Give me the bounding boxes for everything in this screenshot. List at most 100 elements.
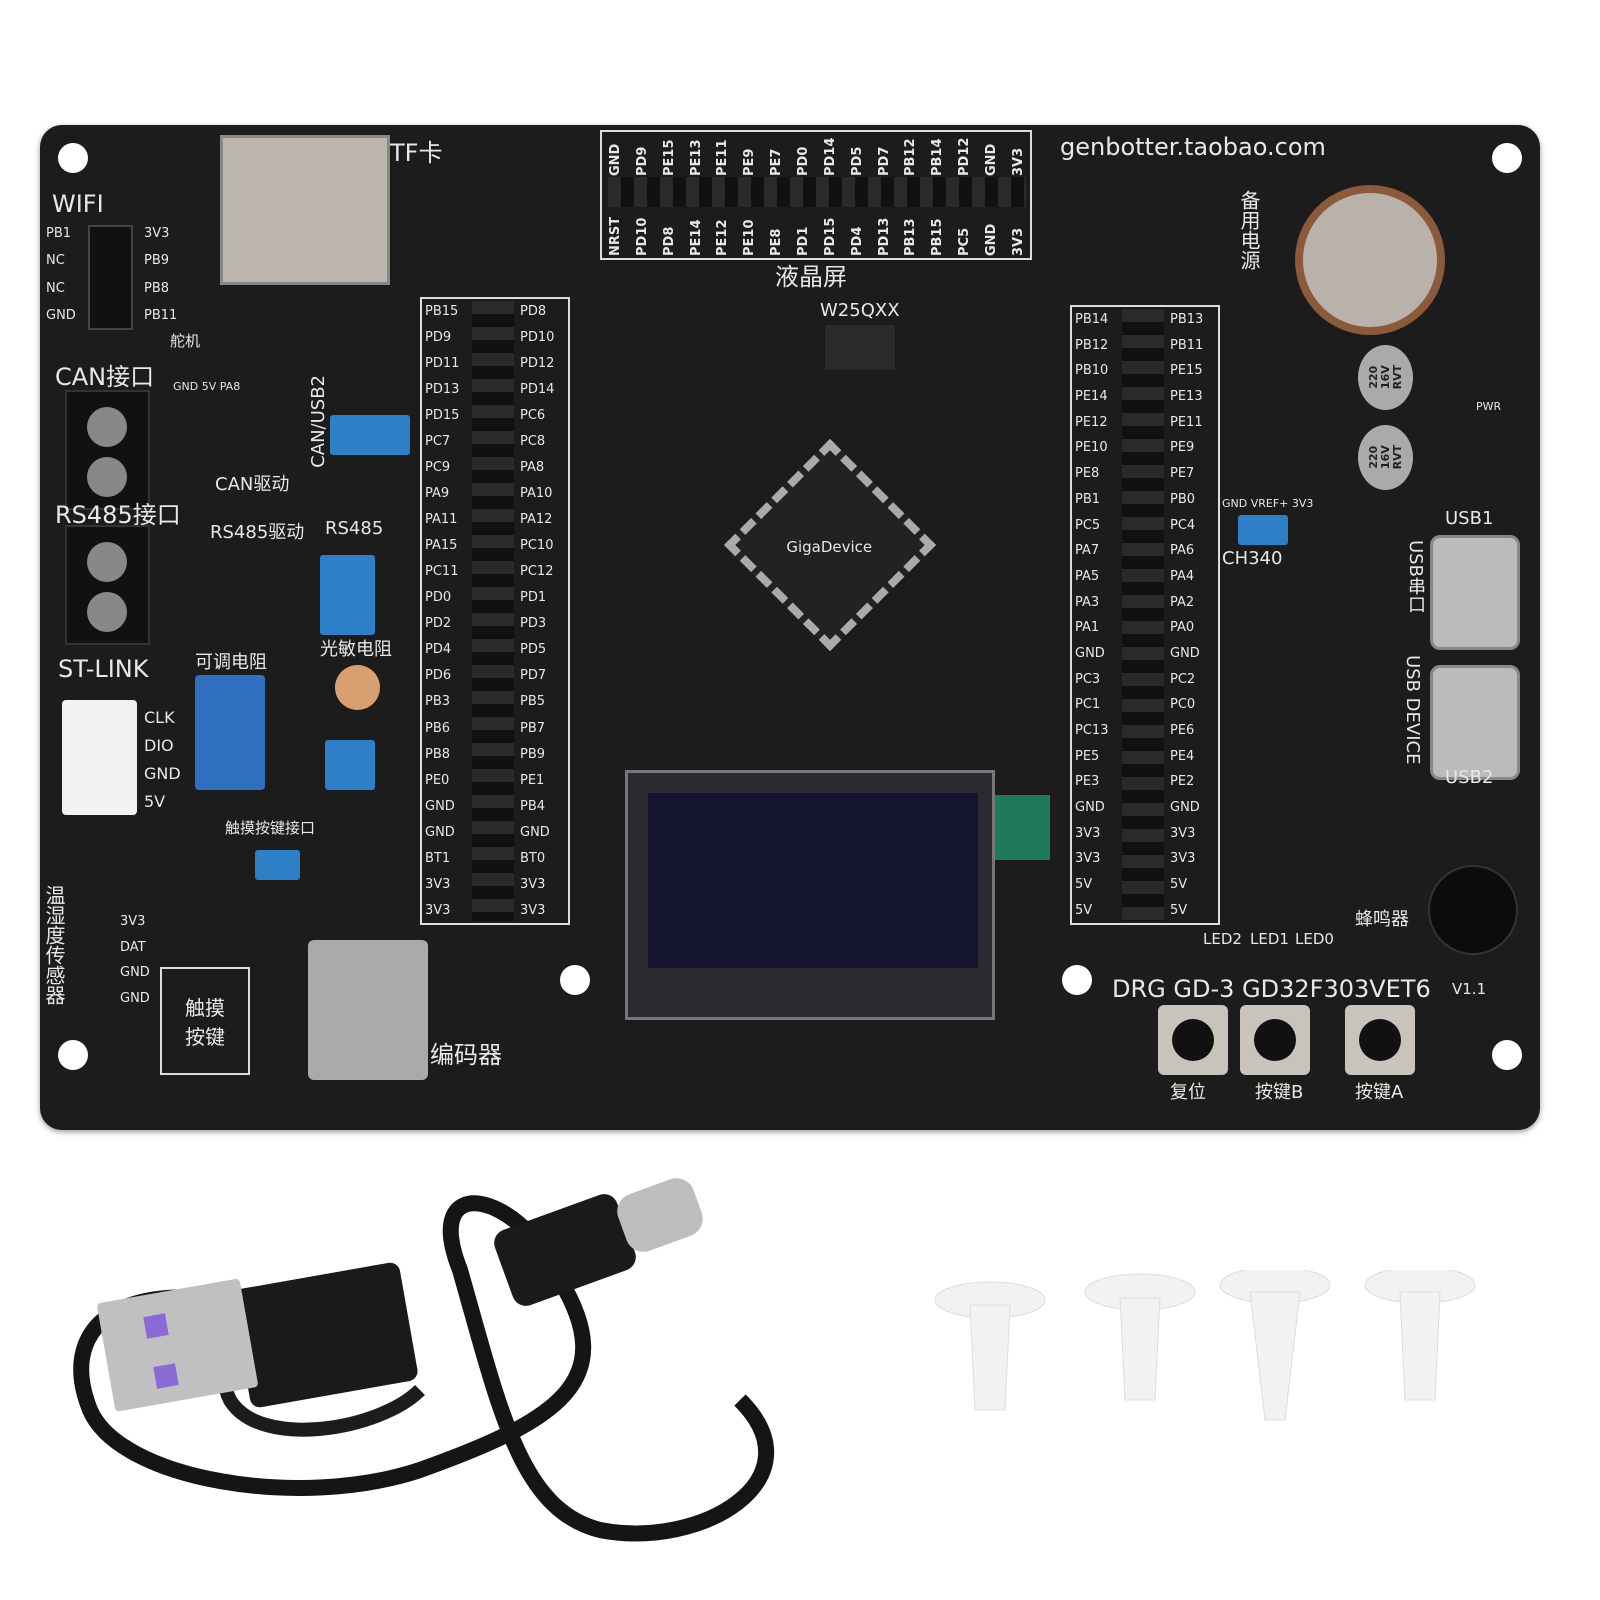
pin-label: NC bbox=[46, 253, 65, 269]
led0-label: LED0 bbox=[1295, 930, 1334, 948]
pin-label: 3V3 bbox=[1075, 851, 1101, 867]
usb1-label: USB1 bbox=[1445, 508, 1494, 529]
ch340-label: CH340 bbox=[1222, 548, 1283, 569]
pin-label: PC2 bbox=[1170, 671, 1196, 687]
usb-a-plug bbox=[97, 1278, 258, 1412]
pin-label: PE4 bbox=[1170, 748, 1195, 764]
stlink-connector[interactable] bbox=[62, 700, 137, 815]
vref-label: GND VREF+ 3V3 bbox=[1222, 497, 1314, 510]
pin-label: PE15 bbox=[661, 139, 677, 177]
pin-label: GND bbox=[520, 824, 550, 840]
pc-jumper[interactable] bbox=[325, 740, 375, 790]
touch-key-pad[interactable]: 触摸按键 bbox=[160, 967, 250, 1075]
rs485-label: RS485 bbox=[325, 518, 384, 539]
lcd-label: 液晶屏 bbox=[775, 263, 847, 291]
pin-label: PB12 bbox=[1075, 337, 1109, 353]
pin-label: PA15 bbox=[425, 538, 458, 554]
website-label: genbotter.taobao.com bbox=[1060, 133, 1326, 161]
pin-label: PE7 bbox=[1170, 466, 1195, 482]
pin-label: PA5 bbox=[1075, 568, 1100, 584]
pin-label: PB12 bbox=[903, 138, 919, 176]
photoresistor bbox=[335, 665, 380, 710]
pin-label: GND bbox=[425, 798, 455, 814]
cable-wire bbox=[73, 1195, 774, 1542]
mcu-chip: GigaDevice bbox=[723, 438, 937, 652]
pin-label: PB1 bbox=[1075, 491, 1101, 507]
pin-label: PD15 bbox=[822, 217, 838, 256]
pin-label: NRST bbox=[608, 216, 623, 256]
can-usb-jumpers[interactable] bbox=[330, 415, 410, 455]
usb-device-label: USB DEVICE bbox=[1402, 655, 1423, 765]
pin-label: PE5 bbox=[1075, 748, 1100, 764]
pin-label: BT0 bbox=[520, 850, 546, 866]
pin-label: GND bbox=[120, 990, 150, 1006]
mounting-hole bbox=[58, 143, 88, 173]
pin-label: PD2 bbox=[425, 616, 452, 632]
model-label: DRG GD-3 GD32F303VET6 bbox=[1112, 975, 1431, 1003]
pin-label: 3V3 bbox=[520, 876, 546, 892]
reset-button[interactable] bbox=[1158, 1005, 1228, 1075]
pin-label: PB10 bbox=[1075, 363, 1109, 379]
servo-label: 舵机 bbox=[170, 332, 201, 350]
key-a-button[interactable] bbox=[1345, 1005, 1415, 1075]
usb-serial-port[interactable] bbox=[1430, 535, 1520, 650]
screw bbox=[87, 592, 127, 632]
can-usb2-label: CAN/USB2 bbox=[308, 375, 329, 468]
rs485-terminal[interactable] bbox=[65, 525, 150, 645]
buzzer bbox=[1428, 865, 1518, 955]
rotary-encoder[interactable] bbox=[308, 940, 428, 1080]
led1-label: LED1 bbox=[1250, 930, 1289, 948]
touch-jumper[interactable] bbox=[255, 850, 300, 880]
pin-label: PD14 bbox=[822, 137, 838, 176]
usb-c-plug bbox=[617, 1178, 703, 1252]
pin-label: PE13 bbox=[1170, 389, 1203, 405]
pin-label: PD1 bbox=[796, 226, 812, 256]
pin-label: 5V bbox=[1075, 902, 1093, 918]
pin-label: PC5 bbox=[957, 227, 973, 256]
potentiometer[interactable] bbox=[195, 675, 265, 790]
pin-label: PD12 bbox=[957, 137, 973, 176]
pin-label: 3V3 bbox=[1010, 147, 1026, 176]
usb-device-port[interactable] bbox=[1430, 665, 1520, 780]
pin-label: PB6 bbox=[425, 720, 451, 736]
pin-label: PB13 bbox=[903, 218, 919, 256]
vref-jumper[interactable] bbox=[1238, 515, 1288, 545]
pin-label: PD8 bbox=[661, 226, 677, 256]
rs485-jumpers[interactable] bbox=[320, 555, 375, 635]
pin-label: GND bbox=[46, 307, 76, 323]
pin-label: PE11 bbox=[715, 139, 731, 177]
pin-label: PB7 bbox=[520, 720, 546, 736]
pin-label: PE15 bbox=[1170, 363, 1203, 379]
can-terminal[interactable] bbox=[65, 390, 150, 510]
pin-label: PE12 bbox=[715, 219, 731, 257]
pin-label: PB8 bbox=[144, 280, 170, 296]
pin-label: PB8 bbox=[425, 746, 451, 762]
pin-label: PB0 bbox=[1170, 491, 1196, 507]
pin-label: PC9 bbox=[425, 460, 451, 476]
pin-label: PE9 bbox=[1170, 440, 1195, 456]
pin-label: GND bbox=[1075, 645, 1105, 661]
pin-label: PE7 bbox=[769, 148, 785, 176]
pin-label: GND bbox=[144, 764, 181, 783]
tf-card-slot[interactable] bbox=[220, 135, 390, 285]
version-label: V1.1 bbox=[1452, 980, 1487, 998]
usb-c-housing bbox=[494, 1194, 636, 1306]
key-b-button[interactable] bbox=[1240, 1005, 1310, 1075]
pin-label: PA11 bbox=[425, 512, 458, 528]
pin-label: PD0 bbox=[425, 590, 452, 606]
pin-label: PC5 bbox=[1075, 517, 1101, 533]
pin-label: PD6 bbox=[425, 668, 452, 684]
pin-label: PB15 bbox=[425, 304, 459, 319]
reset-label: 复位 bbox=[1170, 1082, 1206, 1103]
pin-label: PB15 bbox=[930, 218, 946, 256]
chip-brand-label: GigaDevice bbox=[786, 538, 873, 557]
pin-label: GND bbox=[1170, 645, 1200, 661]
pin-label: PB13 bbox=[1170, 312, 1204, 327]
pin-label: PC11 bbox=[425, 564, 459, 580]
tf-label: TF卡 bbox=[390, 139, 443, 167]
